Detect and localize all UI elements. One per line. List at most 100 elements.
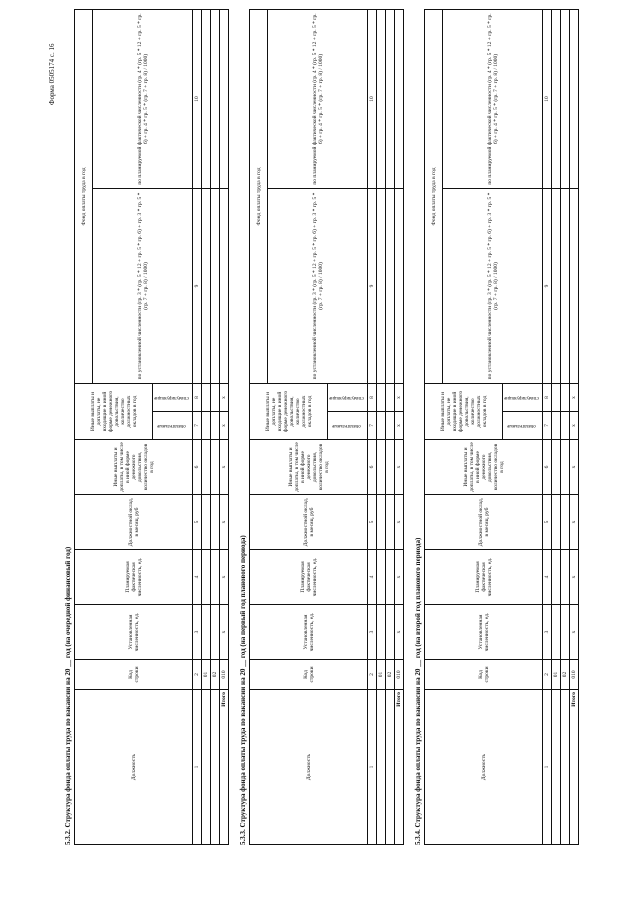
value-cell[interactable] bbox=[210, 188, 220, 384]
total-by-established[interactable] bbox=[569, 188, 579, 384]
value-cell[interactable] bbox=[201, 411, 211, 440]
row-code-cell: 02 bbox=[210, 659, 220, 690]
header-position: Должность bbox=[424, 689, 543, 845]
value-cell[interactable] bbox=[201, 9, 211, 189]
value-cell[interactable] bbox=[376, 383, 386, 412]
x-mark: x bbox=[394, 411, 404, 440]
value-cell[interactable] bbox=[210, 411, 220, 440]
total-code: 010 bbox=[219, 659, 229, 690]
row-code-cell: 01 bbox=[376, 659, 386, 690]
value-cell[interactable] bbox=[376, 604, 386, 660]
value-cell[interactable] bbox=[560, 411, 570, 440]
value-cell[interactable] bbox=[210, 549, 220, 605]
column-number: 9 bbox=[542, 188, 552, 384]
value-cell[interactable] bbox=[385, 439, 395, 495]
x-mark: x bbox=[569, 549, 579, 605]
header-salary: Должностной оклад, в месяц, руб bbox=[249, 494, 368, 550]
value-cell[interactable] bbox=[201, 439, 211, 495]
value-cell[interactable] bbox=[201, 383, 211, 412]
value-cell[interactable] bbox=[560, 604, 570, 660]
position-cell[interactable] bbox=[376, 689, 386, 845]
value-cell[interactable] bbox=[551, 494, 561, 550]
value-cell[interactable] bbox=[551, 604, 561, 660]
x-mark: x bbox=[569, 383, 579, 412]
header-mandatory: обязательные bbox=[327, 411, 368, 440]
total-by-planned[interactable] bbox=[569, 9, 579, 189]
column-number: 1 bbox=[367, 689, 377, 845]
value-cell[interactable] bbox=[210, 494, 220, 550]
x-mark: x bbox=[394, 439, 404, 495]
column-number: 6 bbox=[192, 439, 202, 495]
position-cell[interactable] bbox=[385, 689, 395, 845]
row-code-cell: 02 bbox=[560, 659, 570, 690]
value-cell[interactable] bbox=[551, 9, 561, 189]
column-number: 3 bbox=[192, 604, 202, 660]
value-cell[interactable] bbox=[376, 549, 386, 605]
total-by-established[interactable] bbox=[394, 188, 404, 384]
value-cell[interactable] bbox=[551, 549, 561, 605]
x-mark: x bbox=[394, 604, 404, 660]
value-cell[interactable] bbox=[385, 604, 395, 660]
value-cell[interactable] bbox=[376, 439, 386, 495]
column-number: 2 bbox=[542, 659, 552, 690]
value-cell[interactable] bbox=[385, 188, 395, 384]
value-cell[interactable] bbox=[560, 9, 570, 189]
header-established: Установленная численность, ед. bbox=[74, 604, 193, 660]
table-row: 02 bbox=[560, 9, 570, 845]
value-cell[interactable] bbox=[385, 9, 395, 189]
value-cell[interactable] bbox=[551, 188, 561, 384]
value-cell[interactable] bbox=[560, 439, 570, 495]
value-cell[interactable] bbox=[385, 411, 395, 440]
form-code: Форма 0505174 с. 16 bbox=[48, 43, 56, 105]
column-number: 2 bbox=[367, 659, 377, 690]
header-other-payments-2: Иные выплаты и доплаты, не входящие в ин… bbox=[249, 383, 328, 440]
value-cell[interactable] bbox=[201, 494, 211, 550]
value-cell[interactable] bbox=[210, 9, 220, 189]
value-cell[interactable] bbox=[201, 604, 211, 660]
value-cell[interactable] bbox=[551, 411, 561, 440]
row-code-cell: 01 bbox=[201, 659, 211, 690]
total-by-planned[interactable] bbox=[219, 9, 229, 189]
value-cell[interactable] bbox=[210, 439, 220, 495]
header-by-established: по установленной численности (гр. 3 * (г… bbox=[92, 188, 193, 384]
value-cell[interactable] bbox=[376, 188, 386, 384]
column-number: 10 bbox=[192, 9, 202, 189]
value-cell[interactable] bbox=[551, 439, 561, 495]
header-planned: Планируемая фактическая численность, ед. bbox=[249, 549, 368, 605]
x-mark: x bbox=[569, 439, 579, 495]
header-other-payments: Иные выплаты и доплаты, в том числе в ин… bbox=[74, 439, 193, 495]
value-cell[interactable] bbox=[201, 549, 211, 605]
value-cell[interactable] bbox=[376, 9, 386, 189]
header-other-payments-2: Иные выплаты и доплаты, не входящие в ин… bbox=[424, 383, 503, 440]
section-title: 5.3.2. Структура фонда оплаты труда по в… bbox=[64, 546, 72, 845]
value-cell[interactable] bbox=[560, 494, 570, 550]
value-cell[interactable] bbox=[376, 411, 386, 440]
column-number: 6 bbox=[367, 439, 377, 495]
total-label: Итого bbox=[394, 689, 404, 845]
total-by-established[interactable] bbox=[219, 188, 229, 384]
value-cell[interactable] bbox=[201, 188, 211, 384]
position-cell[interactable] bbox=[201, 689, 211, 845]
value-cell[interactable] bbox=[551, 383, 561, 412]
value-cell[interactable] bbox=[210, 604, 220, 660]
value-cell[interactable] bbox=[560, 188, 570, 384]
column-number: 4 bbox=[192, 549, 202, 605]
position-cell[interactable] bbox=[551, 689, 561, 845]
value-cell[interactable] bbox=[210, 383, 220, 412]
value-cell[interactable] bbox=[560, 549, 570, 605]
value-cell[interactable] bbox=[385, 494, 395, 550]
value-cell[interactable] bbox=[560, 383, 570, 412]
header-position: Должность bbox=[249, 689, 368, 845]
header-other-payments: Иные выплаты и доплаты, в том числе в ин… bbox=[249, 439, 368, 495]
position-cell[interactable] bbox=[210, 689, 220, 845]
value-cell[interactable] bbox=[385, 383, 395, 412]
value-cell[interactable] bbox=[376, 494, 386, 550]
column-number: 7 bbox=[367, 411, 377, 440]
position-cell[interactable] bbox=[560, 689, 570, 845]
table-row: 02 bbox=[210, 9, 220, 845]
total-by-planned[interactable] bbox=[394, 9, 404, 189]
value-cell[interactable] bbox=[385, 549, 395, 605]
header-incentive: стимулирующие bbox=[327, 383, 368, 412]
header-planned: Планируемая фактическая численность, ед. bbox=[74, 549, 193, 605]
